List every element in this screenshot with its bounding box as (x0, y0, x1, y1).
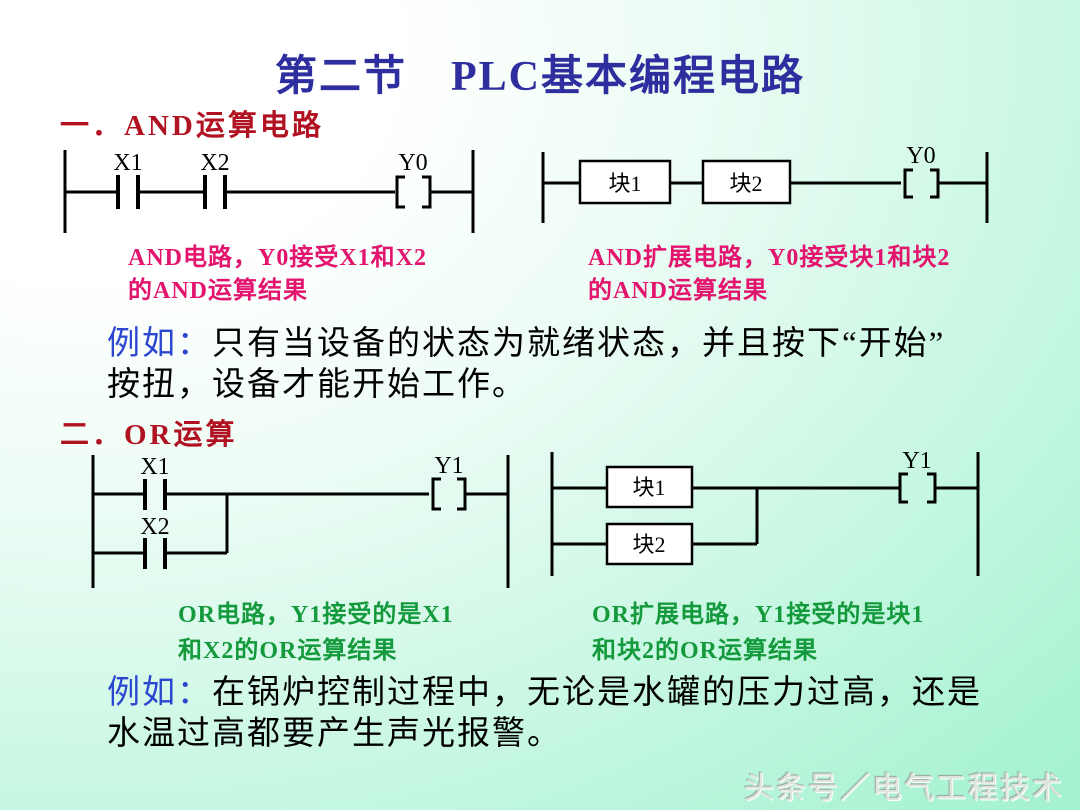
coil-right-bracket (457, 477, 467, 511)
block-label: 块1 (608, 171, 641, 196)
caption-line: AND扩展电路，Y0接受块1和块2 (588, 245, 951, 271)
or-basic-caption: OR电路，Y1接受的是X1 和X2的OR运算结果 (178, 597, 454, 669)
and-section-heading: 一．AND运算电路 (60, 110, 324, 142)
coil-left-bracket (898, 472, 908, 504)
coil-right-bracket (930, 168, 940, 199)
coil-label: Y0 (906, 145, 935, 169)
caption-line: 和X2的OR运算结果 (178, 638, 398, 664)
example-text-line1: 只有当设备的状态为就绪状态，并且按下“开始” (212, 326, 946, 362)
and-example: 例如：只有当设备的状态为就绪状态，并且按下“开始” 按扭，设备才能开始工作。 (107, 324, 945, 406)
contact-label: X1 (113, 150, 142, 176)
block-label: 块2 (632, 532, 665, 557)
contact-label: X2 (200, 150, 229, 176)
block-label: 块2 (729, 171, 762, 196)
coil-left-bracket (431, 477, 441, 511)
and-basic-caption: AND电路，Y0接受X1和X2 的AND运算结果 (128, 242, 427, 308)
caption-line: 的AND运算结果 (588, 278, 768, 304)
caption-line: OR扩展电路，Y1接受的是块1 (592, 602, 925, 628)
or-section-heading: 二．OR运算 (60, 419, 238, 451)
or-basic-ladder-diagram: X1 X2 Y1 (91, 453, 510, 588)
example-prefix: 例如： (107, 675, 212, 711)
coil-label: Y0 (398, 150, 427, 176)
coil-right-bracket (422, 175, 432, 209)
and-extended-caption: AND扩展电路，Y0接受块1和块2 的AND运算结果 (588, 242, 950, 308)
coil-label: Y1 (902, 448, 931, 474)
watermark: 头条号／电气工程技术 (744, 772, 1064, 805)
and-extended-ladder-diagram: 块1 块2 Y0 (541, 145, 989, 223)
coil-left-bracket (395, 175, 405, 209)
coil-label: Y1 (434, 453, 463, 479)
or-extended-ladder-diagram: 块1 块2 Y1 (550, 448, 980, 576)
or-example: 例如：在锅炉控制过程中，无论是水罐的压力过高，还是 水温过高都要产生声光报警。 (107, 673, 982, 755)
example-text-line2: 按扭，设备才能开始工作。 (107, 367, 527, 403)
caption-line: 和块2的OR运算结果 (592, 638, 818, 664)
or-extended-caption: OR扩展电路，Y1接受的是块1 和块2的OR运算结果 (592, 597, 924, 669)
contact-label: X1 (140, 454, 169, 480)
and-basic-ladder-diagram: X1 X2 Y0 (63, 150, 475, 233)
page-title: 第二节 PLC基本编程电路 (274, 54, 805, 100)
coil-right-bracket (927, 472, 937, 504)
example-text-line1: 在锅炉控制过程中，无论是水罐的压力过高，还是 (212, 675, 982, 711)
block-label: 块1 (632, 475, 665, 500)
example-prefix: 例如： (107, 326, 212, 362)
block2-box (605, 522, 694, 566)
caption-line: 的AND运算结果 (128, 278, 308, 304)
coil-left-bracket (903, 168, 913, 199)
contact-label: X2 (140, 514, 169, 540)
caption-line: OR电路，Y1接受的是X1 (178, 602, 454, 628)
example-text-line2: 水温过高都要产生声光报警。 (107, 716, 562, 752)
caption-line: AND电路，Y0接受X1和X2 (128, 245, 427, 271)
